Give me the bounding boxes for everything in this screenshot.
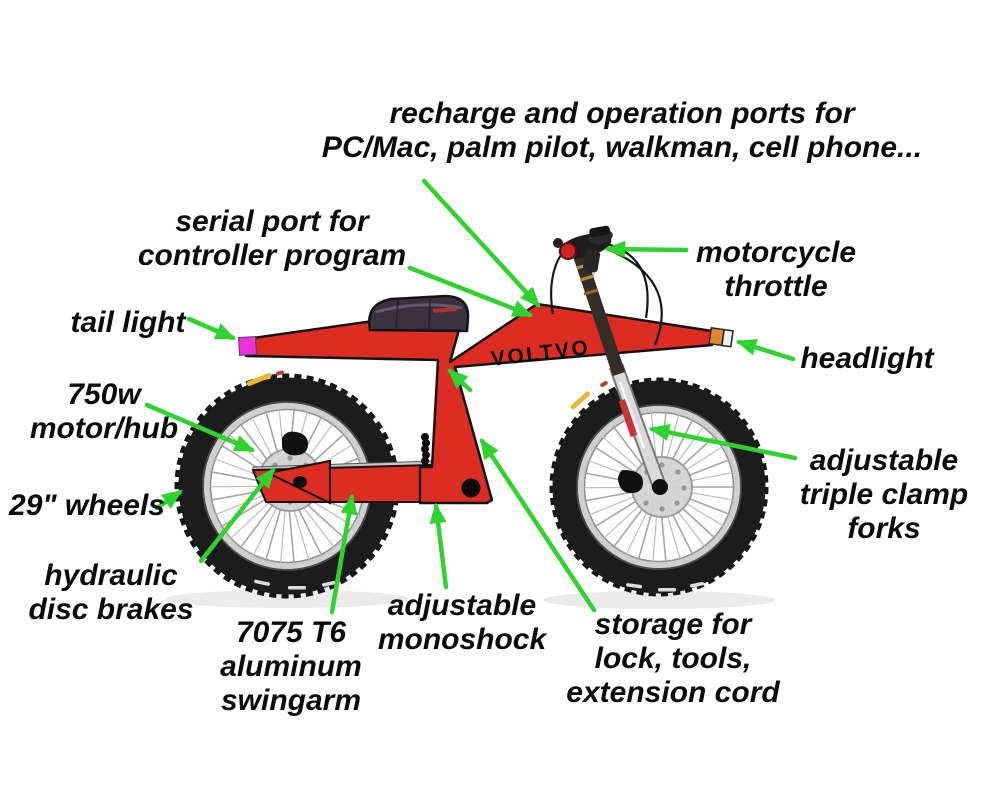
arrow-swingarm xyxy=(329,493,358,615)
fork-red-stripe xyxy=(618,398,638,438)
label-tail-light: tail light xyxy=(70,306,186,339)
throttle-grip xyxy=(559,242,577,260)
swingarm xyxy=(251,459,433,505)
front-wheel-shadow xyxy=(543,591,775,609)
front-rim xyxy=(578,406,740,568)
handlebar-stem xyxy=(550,225,663,346)
arrow-frame xyxy=(447,368,473,393)
front-dropout xyxy=(652,479,668,495)
storage-port xyxy=(461,478,481,498)
front-fork xyxy=(572,251,668,495)
label-wheels-29: 29" wheels xyxy=(9,489,165,522)
brake-cable xyxy=(602,241,649,319)
callout-arrows xyxy=(144,178,798,615)
arrow-throttle xyxy=(604,240,689,258)
arrow-motorhub xyxy=(144,402,256,453)
throttle-cable xyxy=(608,248,663,346)
arrow-hydraulic xyxy=(198,467,276,564)
arrow-wheels xyxy=(154,489,183,511)
rear-brake-caliper xyxy=(282,431,308,456)
headlight-lamp xyxy=(708,326,734,348)
tail-light-lamp xyxy=(238,336,257,356)
arrow-storage xyxy=(479,438,597,613)
front-brake-caliper xyxy=(618,470,643,494)
front-wheel xyxy=(549,377,769,597)
front-tire xyxy=(552,380,766,594)
arrow-headlight xyxy=(735,338,796,362)
front-tire-label xyxy=(570,391,591,410)
frame-6061 xyxy=(244,302,714,505)
arrow-monoshock xyxy=(429,502,449,590)
rear-tire-label xyxy=(246,372,272,387)
monoshock-spring xyxy=(421,433,430,471)
arrow-serial xyxy=(407,265,534,318)
rear-wheel-shadow xyxy=(165,590,409,608)
fork-upper-stanchion xyxy=(572,251,626,377)
arrow-forks xyxy=(648,423,798,461)
fork-lower-leg xyxy=(610,364,666,490)
seat-bag xyxy=(368,294,470,333)
label-headlight: headlight xyxy=(800,342,934,375)
arrow-taillight xyxy=(186,316,237,341)
arrow-recharge xyxy=(421,178,541,308)
